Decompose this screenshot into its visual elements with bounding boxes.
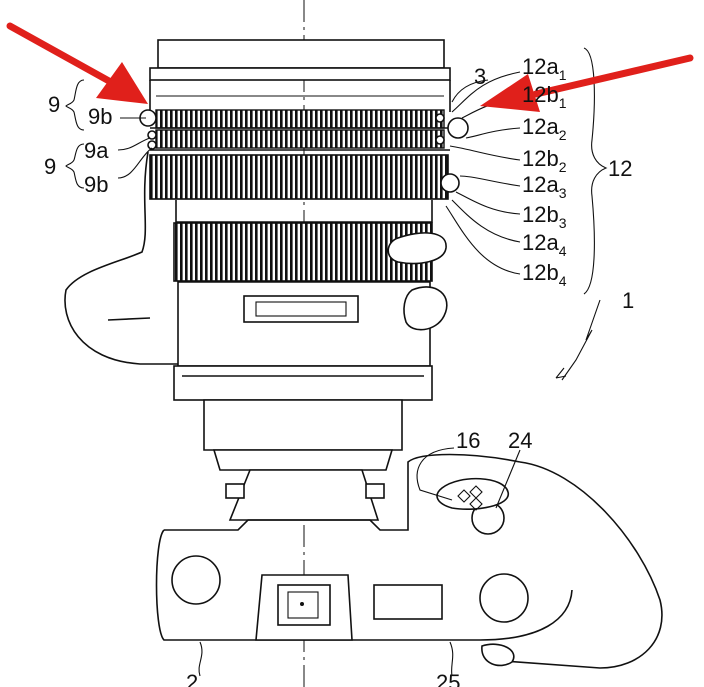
- label-25: 25: [436, 670, 460, 687]
- right-hand: [436, 461, 663, 669]
- reference-labels: 9 9b 9 9a 9b 3 12a1 12b1 12a2 12b2 12a3 …: [44, 54, 634, 687]
- label-12a1: 12a1: [522, 54, 567, 83]
- label-12a3: 12a3: [522, 172, 567, 201]
- label-24: 24: [508, 428, 532, 453]
- label-12b1: 12b1: [522, 82, 567, 111]
- label-9b-top: 9b: [88, 104, 112, 129]
- label-12a2: 12a2: [522, 114, 567, 143]
- label-3: 3: [474, 64, 486, 89]
- camera-body: [155, 453, 573, 641]
- brace-icon: [65, 47, 608, 295]
- label-12: 12: [608, 156, 632, 181]
- left-hand: [64, 151, 448, 365]
- lens-body: [173, 281, 433, 471]
- lens-front: [149, 39, 451, 112]
- label-9-mid: 9: [44, 154, 56, 179]
- label-12b3: 12b3: [522, 202, 567, 231]
- label-16: 16: [456, 428, 480, 453]
- label-12a4: 12a4: [522, 230, 567, 259]
- label-9b-mid: 9b: [84, 172, 108, 197]
- ring-buttons-right: [435, 113, 469, 193]
- label-2: 2: [186, 670, 198, 687]
- red-arrow-icon: [6, 22, 694, 112]
- label-12b4: 12b4: [522, 260, 567, 289]
- label-12b2: 12b2: [522, 146, 567, 175]
- label-9a: 9a: [84, 138, 109, 163]
- ring-buttons-left: [139, 109, 157, 150]
- label-1: 1: [622, 288, 634, 313]
- label-9-top: 9: [48, 92, 60, 117]
- leader-lines: [117, 71, 601, 677]
